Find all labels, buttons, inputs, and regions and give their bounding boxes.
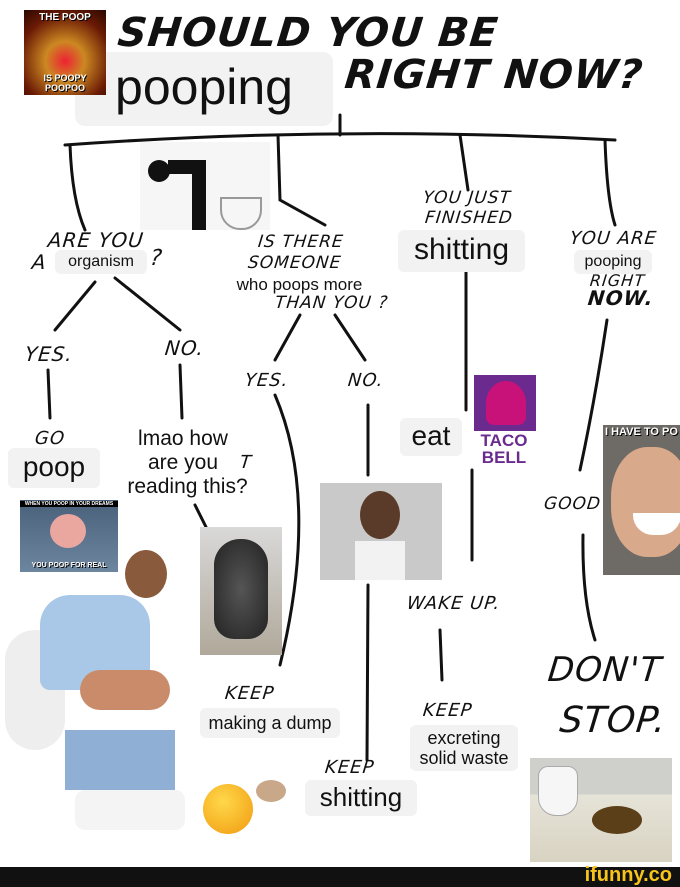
eat-label: eat — [400, 418, 462, 456]
meme-caption-bottom: IS POOPY POOPOO — [43, 73, 87, 93]
man-on-toilet-image — [5, 550, 195, 840]
organism-label: organism — [55, 250, 147, 274]
q-you-are: YOU ARE — [568, 228, 659, 249]
excreting-label: excreting solid waste — [410, 725, 518, 771]
ifunny-footer-bar: ifunny.co — [0, 864, 680, 887]
meme-caption: I HAVE TO PO — [605, 426, 678, 438]
q-mark: ? — [148, 246, 165, 271]
meme-caption-top: THE POOP — [39, 12, 91, 23]
stick-figure-toilet-image — [140, 142, 270, 230]
fifty-cent-image — [320, 483, 442, 580]
title-line1: SHOULD YOU BE — [115, 10, 501, 56]
q-finished: FINISHED — [423, 208, 514, 228]
yes-label-1: YES. — [23, 342, 75, 366]
wake-up-label: WAKE UP. — [405, 593, 502, 614]
good-label: GOOD — [542, 494, 603, 514]
shitting-label-bottom: shitting — [305, 780, 417, 816]
statue-head-image — [200, 527, 282, 655]
bell-text: BELL — [481, 448, 527, 467]
q-a: A — [30, 250, 48, 274]
lmao-line2: are you — [147, 451, 219, 474]
straining-emoji-image — [198, 772, 296, 842]
excreting-line2: solid waste — [419, 748, 509, 768]
poop-label: poop — [8, 448, 100, 488]
keep-label-1: KEEP — [223, 683, 276, 704]
lmao-line3: reading this? — [127, 475, 248, 498]
keep-label-2: KEEP — [421, 700, 474, 721]
go-label: GO — [33, 428, 67, 449]
q-are-you: ARE YOU — [46, 228, 146, 252]
taco-text: TACO — [480, 431, 528, 450]
yes-label-2: YES. — [243, 370, 290, 391]
keep-label-3: KEEP — [323, 757, 376, 778]
dirty-toilet-photo — [530, 758, 672, 862]
lmao-line1: lmao how — [138, 427, 228, 450]
title-word: pooping — [75, 52, 333, 126]
shitting-label-top: shitting — [398, 230, 525, 272]
q-is-there: IS THERE — [256, 232, 345, 252]
q-someone: SOMEONE — [246, 253, 343, 273]
no-label-1: NO. — [163, 336, 206, 360]
taco-bell-logo: TACO BELL — [468, 375, 540, 468]
family-guy-meme-image: WHEN YOU POOP IN YOUR DREAMS YOU POOP FO… — [20, 500, 118, 572]
dont-label: DON'T — [545, 650, 664, 690]
no-label-2: NO. — [346, 370, 385, 391]
q-you-just: YOU JUST — [421, 188, 513, 208]
elmo-fire-meme-image: THE POOP IS POOPY POOPOO — [24, 10, 106, 95]
stray-letter: T — [238, 452, 254, 473]
q-now: NOW. — [586, 286, 655, 310]
i-have-to-poop-meme-image: I HAVE TO PO — [603, 425, 680, 575]
stop-label: STOP. — [557, 700, 669, 741]
pooping-label-right: pooping — [574, 250, 652, 274]
fg-caption-bottom: YOU POOP FOR REAL — [31, 562, 107, 569]
fg-caption-top: WHEN YOU POOP IN YOUR DREAMS — [20, 501, 118, 507]
q-than-you: THAN YOU ? — [273, 293, 390, 313]
who-poops-more: who poops more — [236, 275, 363, 294]
ifunny-watermark: ifunny.co — [584, 864, 672, 886]
making-a-dump-label: making a dump — [200, 708, 340, 738]
title-line2: RIGHT NOW? — [342, 52, 646, 98]
excreting-line1: excreting — [427, 728, 501, 748]
